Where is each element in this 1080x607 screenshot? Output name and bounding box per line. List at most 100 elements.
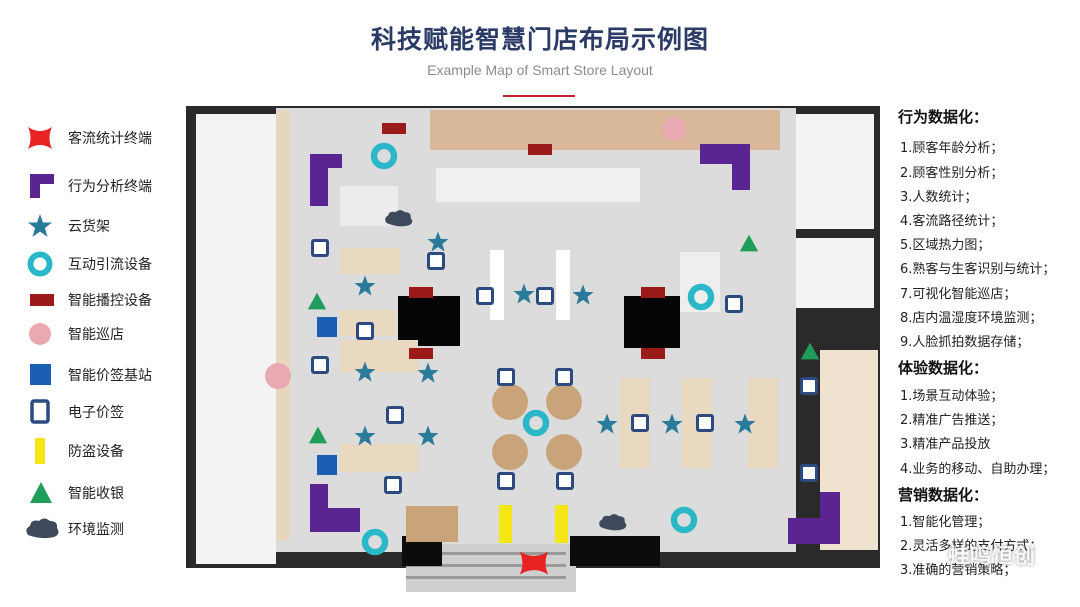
round-table (492, 384, 528, 420)
section-title-behavior: 行为数据化： (898, 108, 989, 126)
price-tag-icon (313, 358, 328, 373)
broadcast-device (528, 144, 552, 155)
experience-item: 1.场景互动体验； (900, 389, 1004, 404)
round-table (546, 384, 582, 420)
title-divider (503, 95, 575, 97)
legend-item-behavior-terminal: 行为分析终端 (22, 172, 182, 200)
legend-item-price-tag-base: 智能价签基站 (22, 361, 182, 389)
behavior-item: 7.可视化智能巡店； (900, 287, 1017, 302)
legend-label: 客流统计终端 (68, 131, 152, 147)
entrance-step-line (406, 552, 566, 555)
center-pillar-left (398, 296, 460, 346)
legend-item-broadcast-control: 智能播控设备 (22, 286, 182, 314)
behavior-terminal (310, 154, 342, 206)
legend-label: 智能价签基站 (68, 368, 152, 384)
data-description-panel: 行为数据化： 1.顾客年龄分析； 2.顾客性别分析； 3.人数统计； 4.客流路… (892, 100, 1078, 600)
store-floor-plan (180, 100, 886, 597)
behavior-item: 5.区域热力图； (900, 238, 991, 253)
broadcast-device (409, 348, 433, 359)
left-wall-shelving (276, 110, 290, 540)
price-tag-icon (499, 474, 514, 489)
price-tag-icon (633, 416, 648, 431)
behavior-analysis-terminals (310, 144, 840, 544)
wooden-ceiling-area (430, 110, 780, 150)
legend-label: 智能收银 (68, 486, 124, 502)
round-table (492, 434, 528, 470)
broadcast-device (641, 287, 665, 298)
page-title: 科技赋能智慧门店布局示例图 (370, 25, 709, 54)
legend-item-electronic-price-tag: 电子价签 (22, 398, 182, 426)
display-shelf (490, 250, 504, 320)
base-station (317, 317, 337, 337)
page-subtitle: Example Map of Smart Store Layout (427, 62, 653, 78)
broadcast-device (382, 123, 406, 134)
behavior-item: 4.客流路径统计； (900, 214, 1004, 229)
red-bowtie-icon (28, 127, 52, 149)
base-station (317, 455, 337, 475)
bench (406, 506, 458, 542)
display-table (340, 340, 418, 372)
right-top-room (790, 114, 874, 229)
star-icon (28, 214, 52, 237)
marketing-item: 1.智能化管理； (900, 515, 991, 530)
price-tag-icon (358, 324, 373, 339)
anti-theft-gate (499, 505, 512, 543)
behavior-item: 8.店内温湿度环境监测； (900, 311, 1043, 326)
legend-label: 智能播控设备 (68, 293, 152, 309)
legend-label: 智能巡店 (68, 327, 124, 343)
round-table (546, 434, 582, 470)
legend-item-anti-theft: 防盗设备 (22, 437, 182, 465)
legend-label: 防盗设备 (68, 444, 124, 460)
experience-item: 3.精准产品投放 (900, 437, 991, 452)
section-title-marketing: 营销数据化： (898, 486, 989, 504)
broadcast-device (409, 287, 433, 298)
legend-item-smart-checkout: 智能收银 (22, 479, 182, 507)
broadcast-device (641, 348, 665, 359)
blue-square-icon (30, 364, 51, 385)
price-tag-icon (558, 474, 573, 489)
price-tag-icon (386, 478, 401, 493)
teal-ring-icon (27, 251, 53, 277)
experience-item: 2.精准广告推送； (900, 413, 1004, 428)
anti-theft-gate (555, 505, 568, 543)
yellow-bar-icon (35, 438, 45, 464)
legend-label: 行为分析终端 (68, 179, 152, 195)
price-tag-icon (727, 297, 742, 312)
section-title-experience: 体验数据化： (898, 359, 989, 377)
legend-label: 环境监测 (68, 522, 124, 538)
seating-area (680, 252, 720, 312)
left-room (196, 114, 276, 564)
price-tag-icon (313, 241, 328, 256)
price-tag-icon (557, 370, 572, 385)
display-shelf (556, 250, 570, 320)
entrance-step-line (406, 564, 566, 567)
entrance-step-line (406, 576, 566, 579)
behavior-terminal (788, 492, 840, 544)
cloud-icon (26, 518, 59, 539)
service-counter (436, 168, 640, 202)
anti-theft-gates (499, 505, 568, 543)
price-tag-icon (429, 254, 444, 269)
center-pillar-right (624, 296, 680, 348)
price-tag-icon (698, 416, 713, 431)
legend-item-smart-patrol: 智能巡店 (22, 320, 182, 348)
behavior-item: 9.人脸抓拍数据存储； (900, 335, 1030, 350)
behavior-item: 6.熟客与生客识别与统计； (900, 262, 1056, 277)
behavior-item: 1.顾客年龄分析； (900, 141, 1004, 156)
experience-item: 4.业务的移动、自助办理； (900, 462, 1056, 477)
price-tag-icon (499, 370, 514, 385)
purple-l-shape-icon (30, 174, 54, 198)
price-tag-icon (538, 289, 553, 304)
price-tag-base-stations (317, 317, 337, 475)
watermark: 蛙鸣恒创 (948, 544, 1036, 568)
smart-patrol-points (265, 117, 686, 389)
broadcast-control-devices (382, 123, 665, 359)
legend-item-cloud-shelf: 云货架 (22, 212, 182, 240)
price-tag-icon (478, 289, 493, 304)
pink-circle-icon (29, 323, 51, 345)
price-tag-icon (802, 379, 817, 394)
smart-patrol-point (662, 117, 686, 141)
legend-item-environment-monitor: 环境监测 (22, 515, 182, 543)
legend-item-interactive-device: 互动引流设备 (22, 250, 182, 278)
legend-item-traffic-counter: 客流统计终端 (22, 124, 182, 152)
